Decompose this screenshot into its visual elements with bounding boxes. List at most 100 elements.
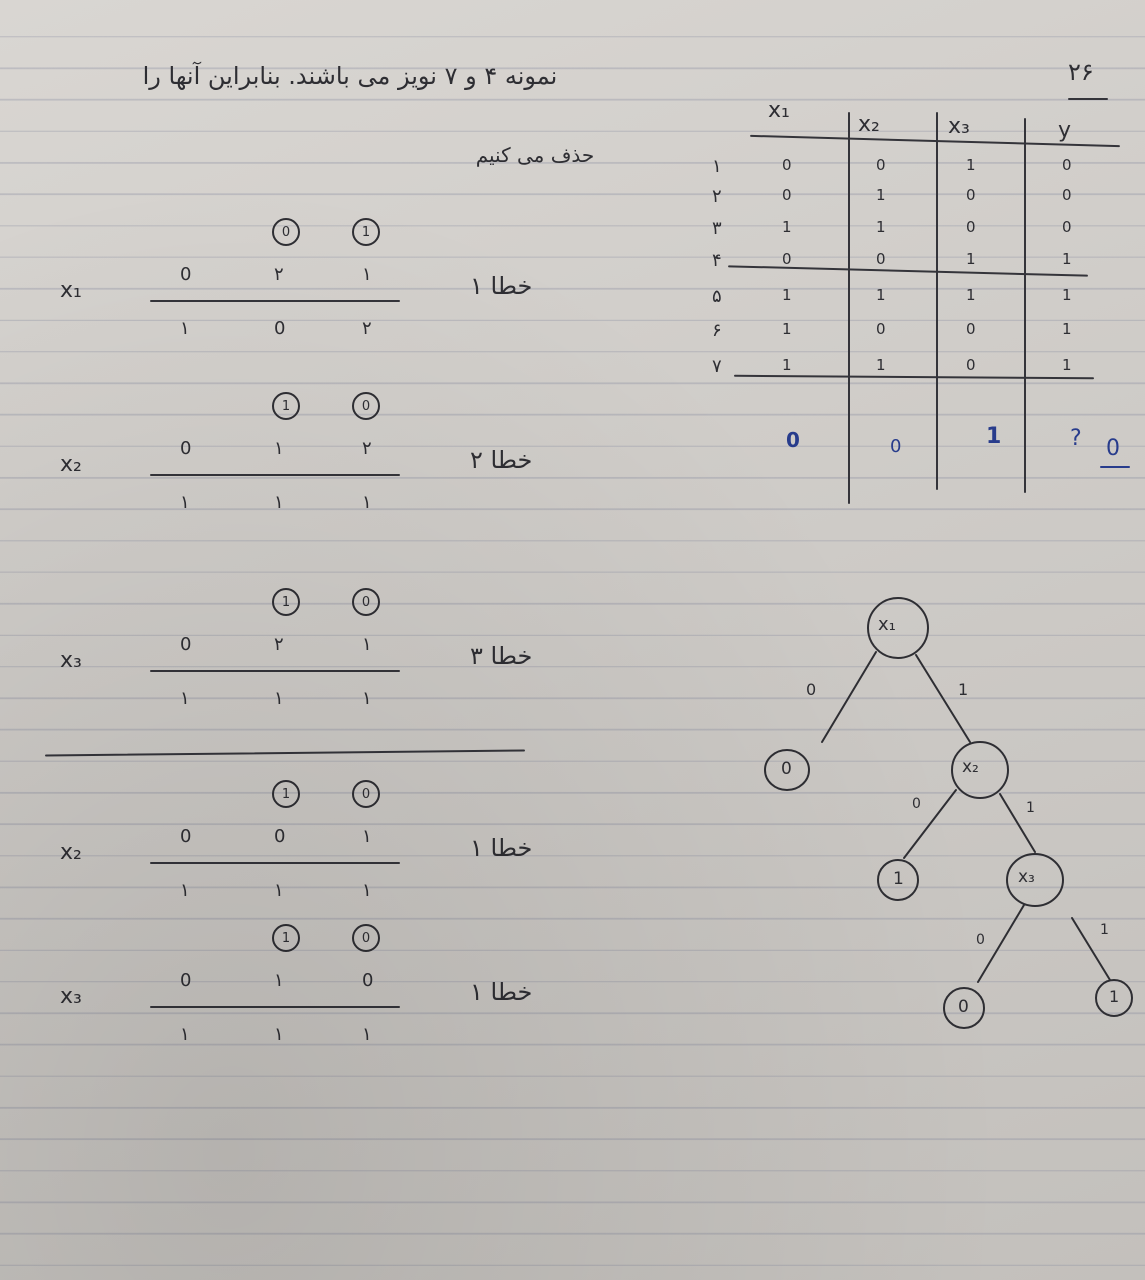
table-row-index: ۱ <box>712 156 722 177</box>
table-cell-x2: 1 <box>876 286 886 304</box>
error-block-attribute: x₃ <box>60 984 82 1009</box>
split-value: 0 <box>180 438 192 459</box>
tree-node3-label: x₃ <box>1018 867 1035 887</box>
page-number: ۲۶ <box>1068 58 1094 86</box>
table-cell-y: 1 <box>1062 320 1072 338</box>
table-cell-x1: 1 <box>782 356 792 374</box>
split-value: 0 <box>180 634 192 655</box>
fraction-line <box>150 670 400 672</box>
tree-edge <box>1071 917 1111 981</box>
test-result-underline <box>1100 466 1130 468</box>
table-cell-x2: 1 <box>876 356 886 374</box>
class-label-circle: 1 <box>272 392 300 420</box>
table-cell-x3: 1 <box>966 250 976 268</box>
table-cell-x2: 1 <box>876 218 886 236</box>
tree-leaf <box>764 749 810 791</box>
table-cell-x2: 0 <box>876 320 886 338</box>
tree-edge-label: 1 <box>958 680 969 699</box>
table-row-index: ۷ <box>712 356 722 377</box>
tree-node-root <box>867 597 929 659</box>
split-count: ۱ <box>180 492 190 513</box>
table-row-index: ۶ <box>712 320 722 341</box>
split-count: ۱ <box>362 1024 372 1045</box>
error-block-attribute: x₂ <box>60 452 82 477</box>
table-cell-x1: 0 <box>782 186 792 204</box>
error-value: خطا ۲ <box>470 446 533 474</box>
split-value: 0 <box>274 826 286 847</box>
split-count: ۱ <box>180 1024 190 1045</box>
table-cell-x3: 1 <box>966 156 976 174</box>
table-cell-x3: 0 <box>966 186 976 204</box>
page-number-underline <box>1068 98 1108 100</box>
fraction-line <box>150 474 400 476</box>
tree-node2-label: x₂ <box>962 757 979 777</box>
table-cell-x2: 1 <box>876 186 886 204</box>
split-value: 0 <box>180 826 192 847</box>
error-block-attribute: x₁ <box>60 278 82 303</box>
split-value: ۱ <box>362 264 372 285</box>
error-value: خطا ۳ <box>470 642 533 670</box>
class-label-circle: 0 <box>352 588 380 616</box>
split-value: ۲ <box>362 438 372 459</box>
tree-edge-label: 1 <box>1100 922 1109 938</box>
test-result: 0 <box>1106 436 1120 461</box>
table-row-index: ۵ <box>712 286 722 307</box>
table-row-index: ۳ <box>712 218 722 239</box>
error-value: خطا ۱ <box>470 834 533 862</box>
table-header-y: y <box>1058 118 1072 143</box>
header-line-1: نمونه ۴ و ۷ نویز می باشند. بنابراین آنها… <box>142 62 558 90</box>
table-row-index: ۴ <box>712 250 722 271</box>
test-x2: 0 <box>890 436 902 457</box>
split-value: ۱ <box>362 634 372 655</box>
table-header-x1: x₁ <box>768 98 790 123</box>
tree-leaf <box>943 987 985 1029</box>
tree-edge <box>999 793 1036 853</box>
split-count: ۱ <box>180 880 190 901</box>
fraction-line <box>150 300 400 302</box>
error-value: خطا ۱ <box>470 978 533 1006</box>
split-count: ۱ <box>274 1024 284 1045</box>
split-value: 0 <box>362 970 374 991</box>
table-cell-x1: 1 <box>782 286 792 304</box>
table-cell-x1: 1 <box>782 320 792 338</box>
table-cell-x3: 0 <box>966 356 976 374</box>
tree-leaf-label: 0 <box>781 759 792 779</box>
table-cell-x3: 0 <box>966 218 976 236</box>
table-cell-x3: 1 <box>966 286 976 304</box>
class-label-circle: 1 <box>272 924 300 952</box>
split-count: ۱ <box>362 492 372 513</box>
class-label-circle: 0 <box>352 780 380 808</box>
test-y: ? <box>1070 426 1082 451</box>
table-header-x2: x₂ <box>858 112 880 137</box>
table-column-line <box>848 112 850 504</box>
table-column-line <box>1024 118 1026 493</box>
error-block-attribute: x₃ <box>60 648 82 673</box>
error-block-attribute: x₂ <box>60 840 82 865</box>
table-cell-x1: 0 <box>782 156 792 174</box>
table-cell-x1: 0 <box>782 250 792 268</box>
split-count: ۲ <box>362 318 372 339</box>
split-value: ۱ <box>274 438 284 459</box>
table-cell-x1: 1 <box>782 218 792 236</box>
table-cell-y: 1 <box>1062 250 1072 268</box>
class-label-circle: 0 <box>352 924 380 952</box>
split-count: ۱ <box>274 492 284 513</box>
table-column-line <box>936 112 938 490</box>
table-header-x3: x₃ <box>948 114 970 139</box>
class-label-circle: 1 <box>272 588 300 616</box>
tree-edge-label: 0 <box>806 680 817 699</box>
table-cell-y: 1 <box>1062 286 1072 304</box>
split-count: ۱ <box>274 880 284 901</box>
table-cell-y: 0 <box>1062 186 1072 204</box>
class-label-circle: 1 <box>272 780 300 808</box>
tree-edge-label: 0 <box>912 796 921 812</box>
split-value: ۲ <box>274 264 284 285</box>
split-value: ۱ <box>274 970 284 991</box>
tree-leaf <box>877 859 919 901</box>
table-row-index: ۲ <box>712 186 722 207</box>
split-count: ۱ <box>180 688 190 709</box>
tree-edge-label: 0 <box>976 932 985 948</box>
class-label-circle: 1 <box>352 218 380 246</box>
